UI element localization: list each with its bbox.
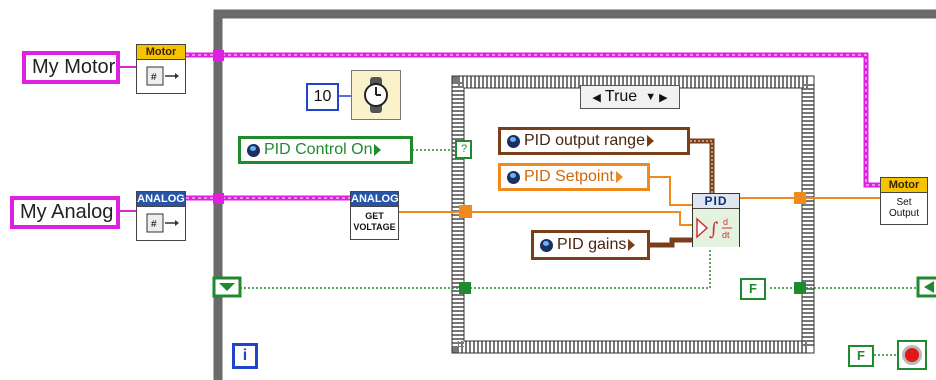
stop-terminal	[897, 340, 927, 370]
voltage-wire	[399, 176, 880, 226]
boolean-wires	[240, 149, 936, 356]
output-tunnel	[794, 192, 806, 204]
case-bool-tunnel-right	[794, 282, 806, 294]
motor-refnum-wire	[120, 52, 880, 188]
voltage-input-tunnel	[459, 205, 472, 218]
get-voltage-label: GET VOLTAGE	[353, 211, 396, 232]
case-selector-value: True	[604, 88, 638, 105]
shift-register-left-icon	[212, 276, 242, 298]
motor-node-header: Motor	[137, 45, 185, 60]
analog-refnum-node[interactable]: ANALOG #	[136, 191, 186, 241]
analog-tunnel	[213, 193, 224, 204]
case-selector-query: ?	[460, 143, 468, 155]
get-voltage-subvi[interactable]: ANALOG GET VOLTAGE	[350, 191, 399, 240]
shift-register-right-icon	[916, 276, 936, 298]
false-constant-case[interactable]: F	[740, 278, 766, 300]
my-analog-control[interactable]: My Analog	[10, 196, 120, 229]
pid-output-range-global[interactable]: PID output range	[498, 127, 690, 155]
svg-text:dt: dt	[722, 230, 730, 240]
while-loop-frame	[213, 9, 936, 380]
arrow-right-icon	[628, 239, 636, 251]
set-output-header: Motor	[881, 178, 927, 193]
pid-integral-derivative-icon: ∫ d dt	[693, 209, 739, 247]
my-analog-label: My Analog	[20, 201, 114, 223]
refnum-arrow-icon: #	[146, 213, 179, 233]
pid-subvi[interactable]: PID ∫ d dt	[692, 193, 740, 247]
my-motor-label: My Motor	[32, 56, 116, 78]
increment-arrow-icon[interactable]: ▶	[659, 91, 668, 104]
my-motor-control[interactable]: My Motor	[22, 51, 120, 84]
chevron-down-icon[interactable]: ▼	[645, 91, 657, 103]
arrow-right-icon	[646, 135, 654, 147]
get-voltage-header: ANALOG	[351, 192, 399, 207]
watch-icon	[364, 77, 388, 113]
false-constant-stop[interactable]: F	[848, 345, 874, 367]
case-structure-frame	[451, 75, 815, 354]
refnum-arrow-icon: #	[146, 66, 179, 86]
set-output-label: Set Output	[888, 197, 920, 219]
globe-icon	[507, 134, 520, 148]
iteration-terminal: i	[232, 343, 258, 369]
pid-header: PID	[693, 194, 739, 209]
pid-control-on-global[interactable]: PID Control On	[238, 136, 413, 164]
wait-ms-node[interactable]	[351, 70, 401, 120]
set-output-subvi[interactable]: Motor Set Output	[880, 177, 928, 225]
case-selector-terminal	[455, 140, 472, 159]
svg-text:#: #	[151, 219, 157, 230]
svg-text:∫: ∫	[709, 219, 719, 240]
motor-tunnel	[213, 50, 224, 61]
wait-ms-constant[interactable]: 10	[306, 83, 339, 111]
globe-icon	[540, 238, 553, 252]
motor-refnum-node[interactable]: Motor #	[136, 44, 186, 94]
case-bool-tunnel-left	[459, 282, 471, 294]
case-selector[interactable]: ◀ True ▼ ▶	[580, 85, 680, 109]
decrement-arrow-icon[interactable]: ◀	[592, 91, 601, 104]
pid-setpoint-global[interactable]: PID Setpoint	[498, 163, 650, 191]
arrow-right-icon	[615, 171, 623, 183]
globe-icon	[507, 170, 520, 184]
pid-gains-global[interactable]: PID gains	[531, 230, 650, 260]
globe-icon	[247, 143, 260, 157]
svg-text:d: d	[723, 217, 728, 227]
analog-node-header: ANALOG	[137, 192, 185, 207]
arrow-right-icon	[374, 144, 382, 156]
svg-text:#: #	[151, 72, 157, 83]
